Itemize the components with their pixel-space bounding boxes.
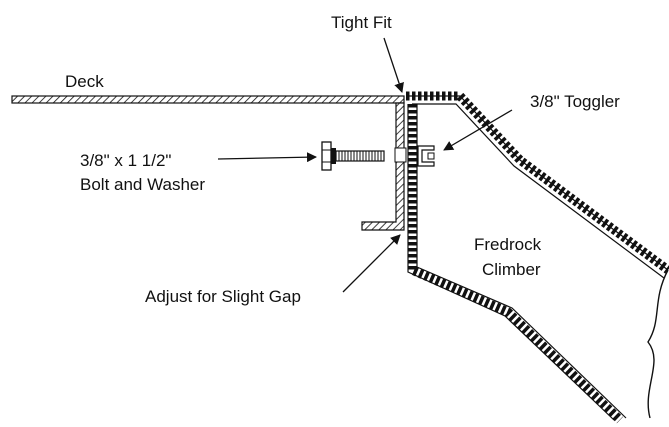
toggler-leader <box>443 109 513 151</box>
tight-fit-label: Tight Fit <box>331 13 392 32</box>
deck-board <box>11 95 405 104</box>
toggler-label: 3/8" Toggler <box>530 92 620 111</box>
bolt-and-washer <box>321 141 385 171</box>
climber-label-line1: Fredrock <box>474 235 542 254</box>
adjust-gap-leader <box>342 234 401 293</box>
deck-label: Deck <box>65 72 104 91</box>
climber-label-line2: Climber <box>482 260 541 279</box>
mounting-bracket <box>361 102 407 231</box>
bolt-leader <box>217 152 317 163</box>
tight-fit-leader <box>383 37 404 93</box>
climber-wall <box>406 91 669 424</box>
leader-lines <box>217 37 513 293</box>
adjust-gap-label: Adjust for Slight Gap <box>145 287 301 306</box>
bolt-label-line2: Bolt and Washer <box>80 175 205 194</box>
toggler-fastener <box>417 145 435 167</box>
bolt-label-line1: 3/8" x 1 1/2" <box>80 151 171 170</box>
